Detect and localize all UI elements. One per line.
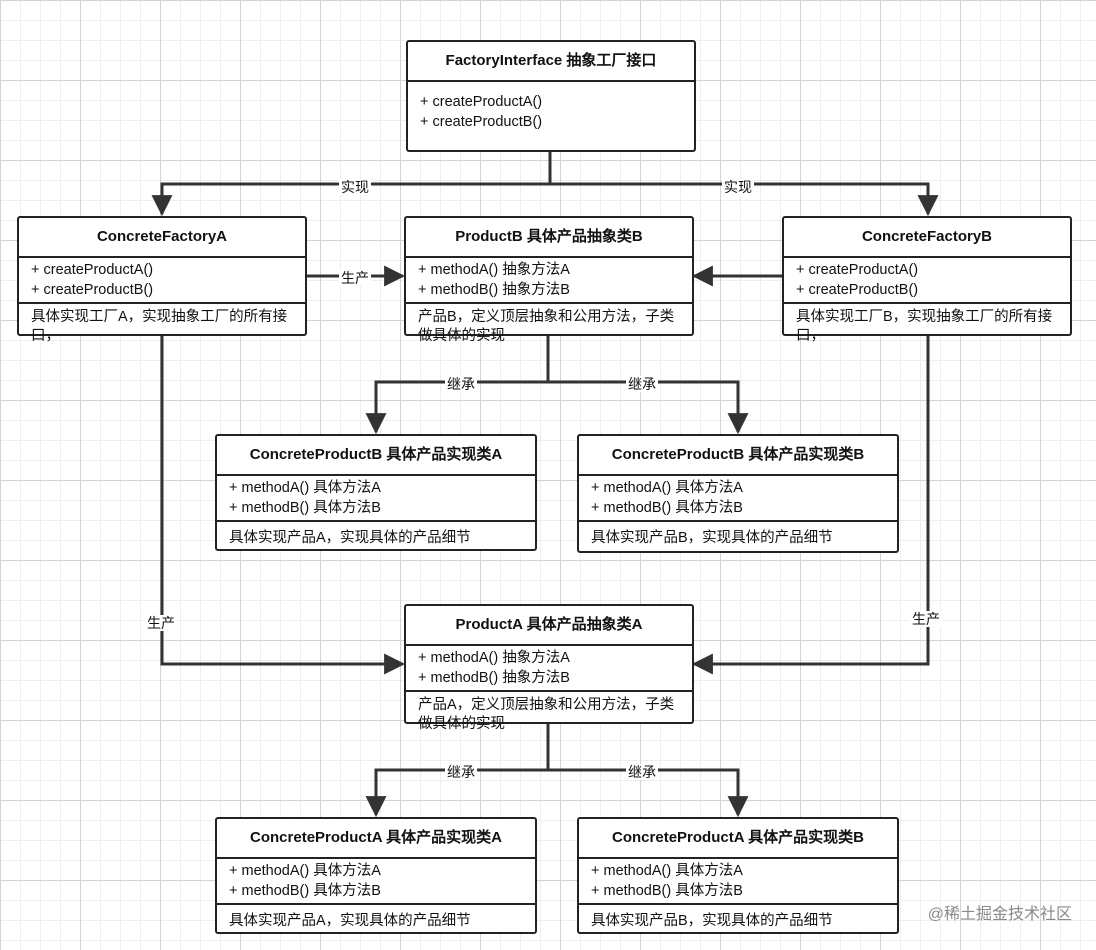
method: + createProductB() [31,282,154,298]
class-methods: + createProductA() + createProductB() [784,258,1070,304]
concrete-product-a-a-class: ConcreteProductA 具体产品实现类A + methodA() 具体… [215,817,537,934]
class-methods: + methodA() 抽象方法A + methodB() 抽象方法B [406,646,692,692]
class-note: 具体实现产品A，实现具体的产品细节 [229,530,471,546]
class-methods: + methodA() 具体方法A + methodB() 具体方法B [579,476,897,522]
concrete-product-b-b-class: ConcreteProductB 具体产品实现类B + methodA() 具体… [577,434,899,553]
edge-label-produce-b-a: 生产 [910,611,942,627]
implement-edge-factory-b [550,182,939,217]
edge-label-inherit-b-left: 继承 [445,376,477,392]
class-title: ProductA 具体产品抽象类A [406,606,692,646]
class-note: 具体实现产品B，实现具体的产品细节 [591,913,833,929]
edge-label-implement-left: 实现 [339,179,371,195]
class-methods: + methodA() 具体方法A + methodB() 具体方法B [217,476,535,522]
produce-edge-a-to-product-a [160,336,406,675]
class-note: 具体实现工厂B，实现抽象工厂的所有接口， [796,309,1053,344]
class-title: ConcreteFactoryA [19,218,305,258]
product-a-class: ProductA 具体产品抽象类A + methodA() 抽象方法A + me… [404,604,694,732]
method: + methodA() 抽象方法A [418,650,570,666]
concrete-product-a-b-class: ConcreteProductA 具体产品实现类B + methodA() 具体… [577,817,899,934]
method: + methodB() 具体方法B [591,500,743,516]
concrete-factory-a-class: ConcreteFactoryA + createProductA() + cr… [17,216,307,344]
class-title: ConcreteProductA 具体产品实现类A [217,819,535,859]
method: + methodB() 具体方法B [229,500,381,516]
inherit-edge-product-b-right [548,380,749,435]
method: + methodA() 具体方法A [229,863,381,879]
edge-label-produce-a-a: 生产 [145,615,177,631]
class-title: ConcreteProductB 具体产品实现类B [579,436,897,476]
method: + methodB() 抽象方法B [418,670,570,686]
class-note: 产品A，定义顶层抽象和公用方法，子类做具体的实现 [418,697,675,732]
factory-interface-class: FactoryInterface 抽象工厂接口 + createProductA… [406,40,696,152]
class-note: 产品B，定义顶层抽象和公用方法，子类做具体的实现 [418,309,675,344]
method: + methodA() 抽象方法A [418,262,570,278]
class-title: FactoryInterface 抽象工厂接口 [408,42,694,82]
class-title: ConcreteProductB 具体产品实现类A [217,436,535,476]
class-title: ConcreteFactoryB [784,218,1070,258]
product-b-class: ProductB 具体产品抽象类B + methodA() 抽象方法A + me… [404,216,694,344]
concrete-factory-b-class: ConcreteFactoryB + createProductA() + cr… [782,216,1072,344]
produce-edge-b-to-product-a [691,336,930,675]
inherit-edge-product-a-right [548,768,749,818]
method: + methodA() 具体方法A [229,480,381,496]
method: + createProductA() [31,262,154,278]
edge-label-inherit-a-right: 继承 [626,764,658,780]
edge-label-produce-a-b: 生产 [339,270,371,286]
class-methods: + methodA() 具体方法A + methodB() 具体方法B [217,859,535,905]
class-note: 具体实现产品A，实现具体的产品细节 [229,913,471,929]
class-methods: + methodA() 具体方法A + methodB() 具体方法B [579,859,897,905]
method: + methodB() 具体方法B [591,883,743,899]
edge-label-implement-right: 实现 [722,179,754,195]
method: + createProductB() [796,282,919,298]
class-methods: + createProductA() + createProductB() [408,82,694,134]
method: + methodB() 抽象方法B [418,282,570,298]
class-note: 具体实现工厂A，实现抽象工厂的所有接口， [31,309,288,344]
concrete-product-b-a-class: ConcreteProductB 具体产品实现类A + methodA() 具体… [215,434,537,551]
class-title: ProductB 具体产品抽象类B [406,218,692,258]
class-methods: + methodA() 抽象方法A + methodB() 抽象方法B [406,258,692,304]
method: + methodA() 具体方法A [591,480,743,496]
method: + methodA() 具体方法A [591,863,743,879]
class-note: 具体实现产品B，实现具体的产品细节 [591,530,833,546]
method: + createProductB() [420,114,543,130]
class-methods: + createProductA() + createProductB() [19,258,305,304]
method: + createProductA() [420,94,543,110]
edge-label-inherit-b-right: 继承 [626,376,658,392]
watermark: @稀土掘金技术社区 [927,906,1072,923]
class-title: ConcreteProductA 具体产品实现类B [579,819,897,859]
edge-label-inherit-a-left: 继承 [445,764,477,780]
method: + methodB() 具体方法B [229,883,381,899]
method: + createProductA() [796,262,919,278]
